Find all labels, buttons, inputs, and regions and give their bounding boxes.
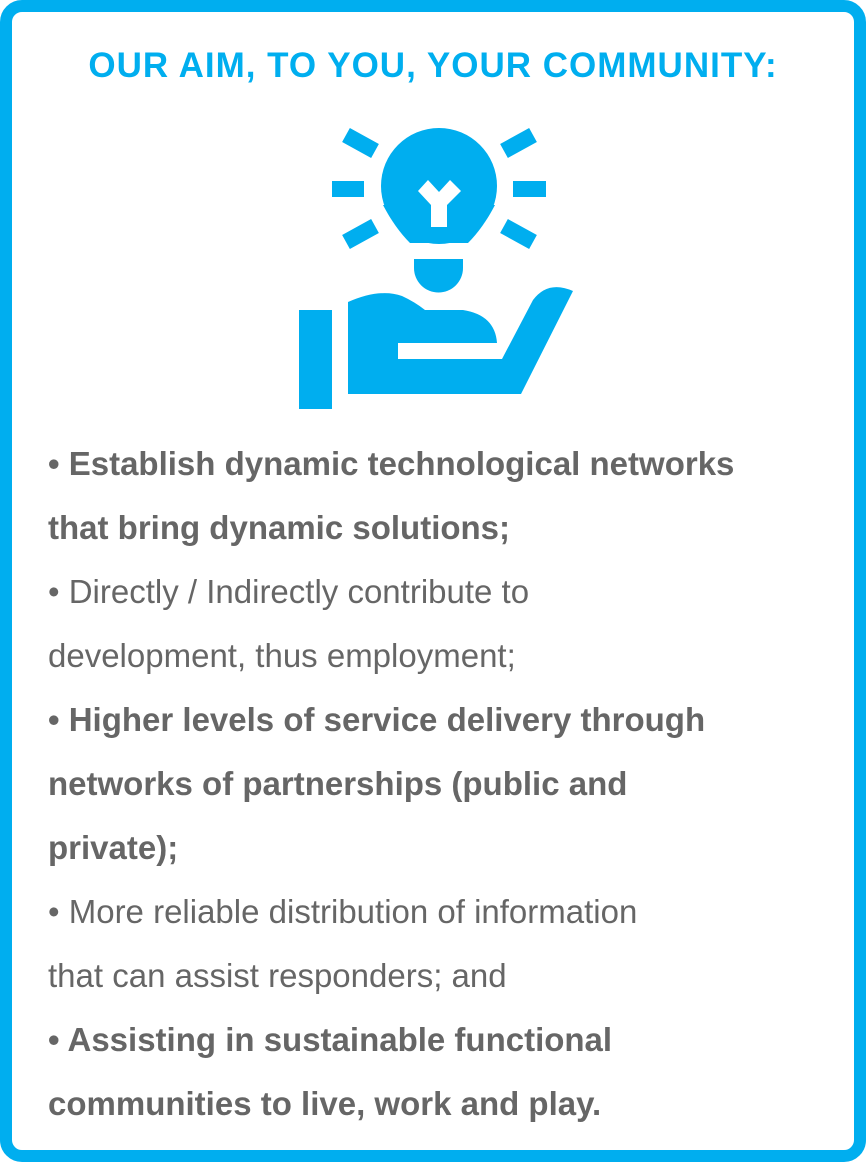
- list-item-line: • Higher levels of service delivery thro…: [48, 701, 706, 738]
- list-item-line: • Establish dynamic technological networ…: [48, 445, 735, 482]
- list-item-line: that can assist responders; and: [48, 957, 507, 994]
- list-item-line: • Directly / Indirectly contribute to: [48, 573, 530, 610]
- list-item-line: communities to live, work and play.: [48, 1085, 602, 1122]
- list-item-line: • More reliable distribution of informat…: [48, 893, 638, 930]
- list-item: • Assisting in sustainable functional co…: [48, 1014, 848, 1142]
- page-title: OUR AIM, TO YOU, YOUR COMMUNITY:: [88, 46, 778, 85]
- list-item-line: development, thus employment;: [48, 637, 516, 674]
- list-item-line: • Assisting in sustainable functional: [48, 1021, 613, 1058]
- list-item: • Directly / Indirectly contribute to de…: [48, 566, 848, 694]
- lightbulb-idea-hand-icon: [299, 127, 573, 409]
- list-item-line: that bring dynamic solutions;: [48, 509, 511, 546]
- list-item: • Establish dynamic technological networ…: [48, 438, 848, 566]
- list-item-line: networks of partnerships (public and: [48, 765, 628, 802]
- list-item: • Higher levels of service delivery thro…: [48, 694, 848, 886]
- aim-list: • Establish dynamic technological networ…: [48, 438, 848, 1142]
- list-item-line: private);: [48, 829, 179, 866]
- list-item: • More reliable distribution of informat…: [48, 886, 848, 1014]
